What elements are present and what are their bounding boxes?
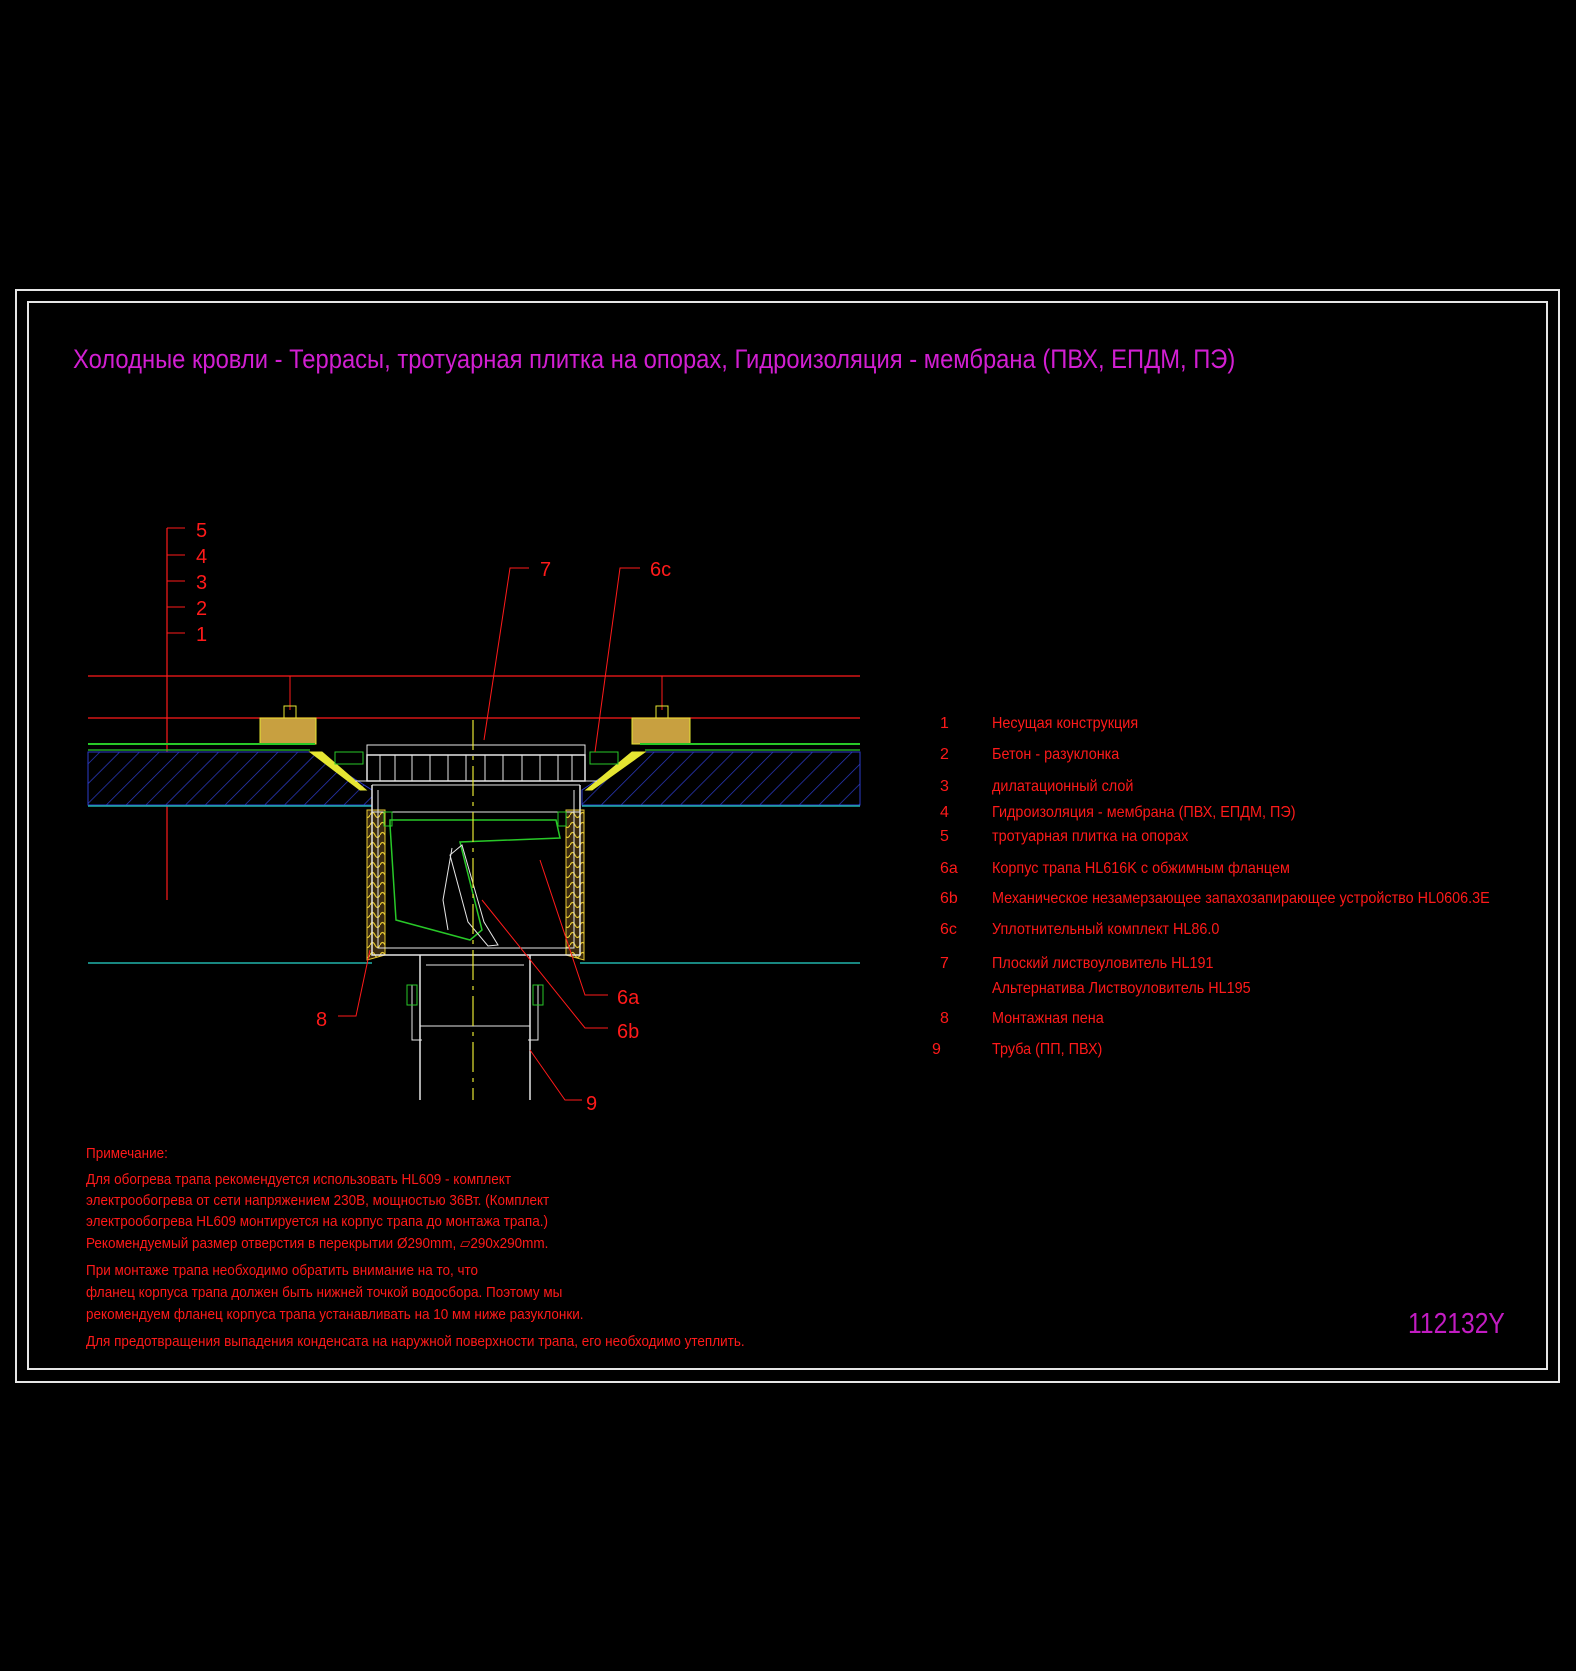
- callout-9: 9: [586, 1093, 597, 1115]
- note-line: При монтаже трапа необходимо обратить вн…: [86, 1262, 479, 1279]
- foam-left: [366, 809, 386, 961]
- leader-6c: [594, 567, 640, 753]
- foam-right: [565, 809, 585, 961]
- leader-9: [529, 1049, 582, 1101]
- callout-layer-5: 5: [196, 520, 207, 542]
- callout-7: 7: [540, 559, 551, 581]
- callout-layer-2: 2: [196, 598, 207, 620]
- drawing-frame-inner: [27, 301, 1548, 1370]
- note-line: Для предотвращения выпадения конденсата …: [86, 1333, 745, 1350]
- drain-pipe: [419, 955, 531, 1100]
- callout-6a: 6a: [617, 987, 640, 1009]
- notes-heading: Примечание:: [86, 1145, 168, 1162]
- drawing-title: Холодные кровли - Террасы, тротуарная пл…: [73, 344, 1236, 374]
- note-line: Рекомендуемый размер отверстия в перекры…: [86, 1235, 549, 1252]
- leaf-guard-top: [366, 744, 586, 756]
- leader-6b: [481, 899, 608, 1029]
- odour-trap: [389, 819, 561, 941]
- callout-layer-4: 4: [196, 546, 207, 568]
- leader-7: [483, 567, 529, 741]
- leader-8: [338, 949, 371, 1017]
- note-line: Для обогрева трапа рекомендуется использ…: [86, 1171, 512, 1188]
- callout-6b: 6b: [617, 1021, 639, 1043]
- pedestal-left: [259, 717, 317, 745]
- note-line: рекомендуем фланец корпуса трапа устанав…: [86, 1306, 584, 1323]
- drawing-code: 112132Y: [1408, 1308, 1505, 1340]
- callout-8: 8: [316, 1009, 327, 1031]
- drain-body: [371, 785, 581, 956]
- leader-6a: [539, 859, 608, 996]
- concrete-right: [581, 751, 861, 806]
- pedestal-right: [631, 717, 691, 745]
- callout-layer-1: 1: [196, 624, 207, 646]
- drawing-frame-outer: [15, 289, 1560, 1383]
- callout-layer-3: 3: [196, 572, 207, 594]
- note-line: фланец корпуса трапа должен быть нижней …: [86, 1284, 563, 1301]
- callout-6c: 6c: [650, 559, 671, 581]
- note-line: электрообогрева от сети напряжением 230В…: [86, 1192, 550, 1209]
- note-line: электрообогрева HL609 монтируется на кор…: [86, 1213, 549, 1230]
